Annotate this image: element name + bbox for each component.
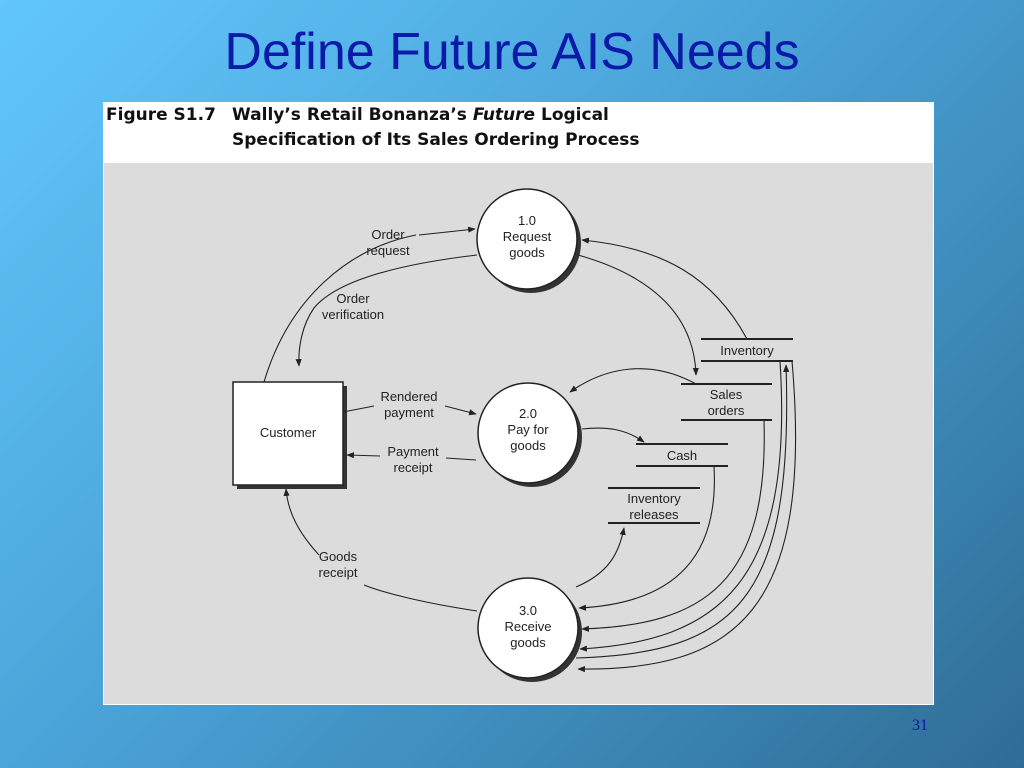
store-sales-orders-label-1: Sales: [710, 387, 743, 402]
flow-inventory-to-request: [581, 237, 748, 340]
figure-caption: Figure S1.7 Wally’s Retail Bonanza’s Fut…: [104, 103, 933, 163]
flow-order-request: [263, 234, 417, 383]
store-inventory-releases: Inventory releases: [608, 487, 700, 524]
data-flow-diagram: Customer 1.0 Request goods 2.0 Pay for g…: [232, 188, 797, 682]
flow-rendered-payment-arrow: [444, 405, 477, 416]
customer-entity: Customer: [232, 381, 347, 489]
flow-receive-to-inventory: [575, 364, 790, 659]
store-sales-orders: Sales orders: [681, 383, 772, 421]
caption-line-2: Specification of Its Sales Ordering Proc…: [232, 130, 640, 150]
caption-line-1-a: Wally’s Retail Bonanza’s: [232, 105, 473, 125]
process-pay-for-goods: 2.0 Pay for goods: [477, 382, 582, 487]
store-cash: Cash: [636, 443, 728, 467]
process-1-number: 1.0: [518, 213, 536, 228]
flow-goods-receipt-arrow: [283, 488, 320, 556]
process-3-number: 3.0: [519, 603, 537, 618]
page-number: 31: [912, 717, 928, 734]
caption-line-1-b: Logical: [535, 105, 609, 125]
process-2-name-1: Pay for: [507, 422, 549, 437]
slide-title: Define Future AIS Needs: [224, 23, 800, 81]
figure-number: Figure S1.7: [106, 105, 216, 125]
label-rendered-payment-2: payment: [384, 405, 434, 420]
caption-line-1: Wally’s Retail Bonanza’s Future Logical: [232, 105, 609, 125]
flow-order-verification: [295, 254, 478, 367]
store-inventory-releases-label-2: releases: [629, 507, 679, 522]
flow-inventory-to-receive-1: [579, 360, 783, 652]
store-sales-orders-label-2: orders: [708, 403, 745, 418]
store-inventory-releases-label-1: Inventory: [627, 491, 681, 506]
process-1-name-1: Request: [503, 229, 552, 244]
flow-request-to-sales-orders: [577, 254, 699, 376]
label-goods-receipt-2: receipt: [318, 565, 357, 580]
figure-panel: Figure S1.7 Wally’s Retail Bonanza’s Fut…: [103, 102, 934, 705]
flow-pay-to-cash: [581, 427, 645, 443]
store-inventory: Inventory: [701, 338, 793, 362]
process-3-name-2: goods: [510, 635, 546, 650]
caption-line-1-italic: Future: [472, 105, 536, 125]
label-order-request-2: request: [366, 243, 410, 258]
process-2-name-2: goods: [510, 438, 546, 453]
label-order-verification-2: verification: [322, 307, 384, 322]
store-cash-label: Cash: [667, 448, 697, 463]
flow-cash-to-receive: [578, 465, 715, 611]
flow-payment-receipt: [445, 457, 477, 461]
process-receive-goods: 3.0 Receive goods: [477, 577, 582, 682]
label-payment-receipt-1: Payment: [387, 444, 439, 459]
flow-sales-orders-to-receive: [581, 419, 765, 632]
process-2-number: 2.0: [519, 406, 537, 421]
label-order-request-1: Order: [371, 227, 405, 242]
flow-inventory-to-receive-2: [577, 360, 797, 673]
diagram-area: Customer 1.0 Request goods 2.0 Pay for g…: [104, 163, 933, 704]
label-rendered-payment-1: Rendered: [380, 389, 437, 404]
customer-label: Customer: [260, 425, 317, 440]
label-payment-receipt-2: receipt: [393, 460, 432, 475]
label-goods-receipt-1: Goods: [319, 549, 358, 564]
process-request-goods: 1.0 Request goods: [476, 188, 581, 293]
flow-goods-receipt: [363, 584, 478, 612]
process-3-name-1: Receive: [505, 619, 552, 634]
store-inventory-label: Inventory: [720, 343, 774, 358]
flow-order-request-arrow: [418, 226, 476, 236]
flow-payment-receipt-arrow: [346, 452, 381, 459]
label-order-verification-1: Order: [336, 291, 370, 306]
flow-receive-to-releases: [575, 527, 626, 588]
flow-sales-orders-to-pay: [569, 368, 697, 393]
process-1-name-2: goods: [509, 245, 545, 260]
flow-rendered-payment: [342, 405, 375, 413]
